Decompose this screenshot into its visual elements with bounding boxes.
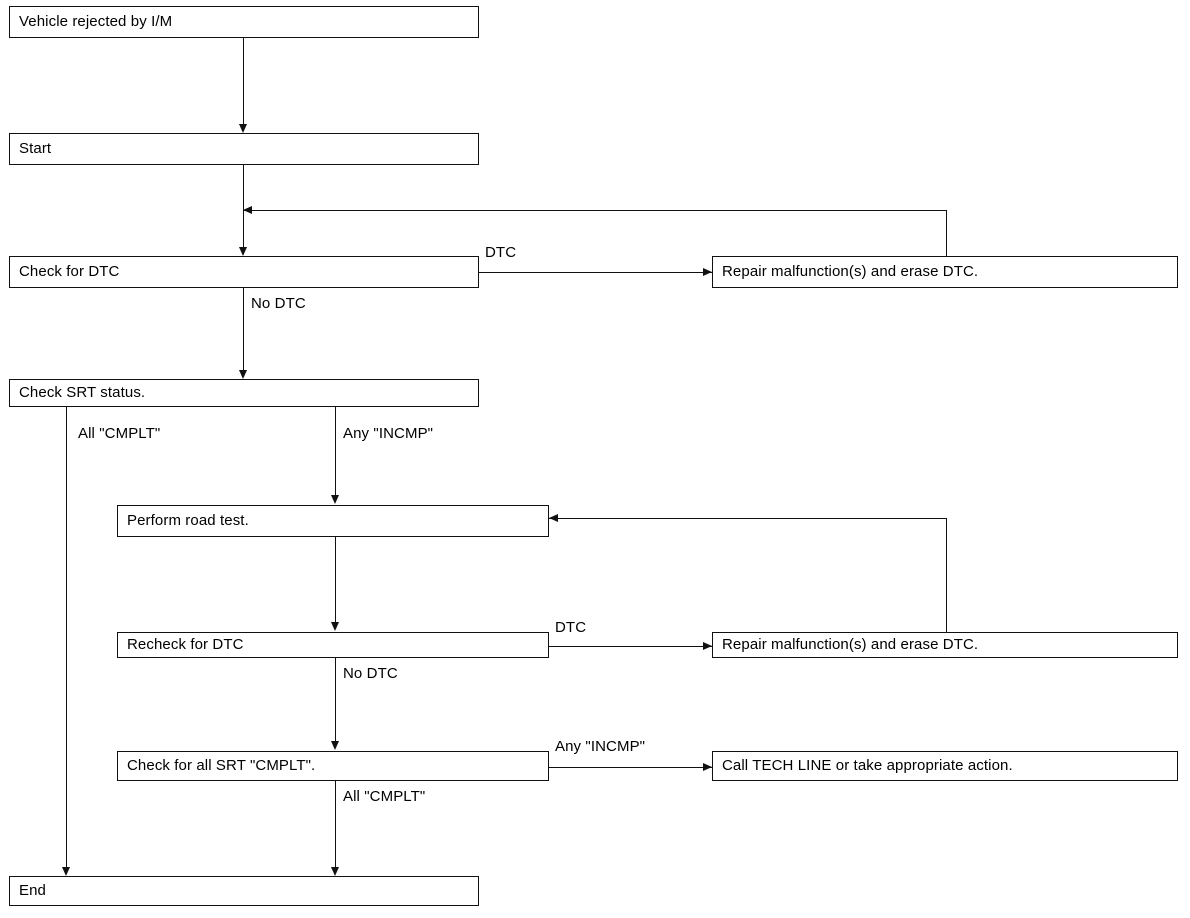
- arrowhead-down-to-check-srt: [238, 370, 247, 379]
- arrowhead-right-to-repair2: [703, 641, 712, 650]
- node-check-srt-status[interactable]: Check SRT status.: [9, 379, 479, 407]
- edge-label-no-dtc-1: No DTC: [251, 295, 306, 312]
- arrowhead-down-to-check-all-srt: [330, 741, 339, 750]
- node-label: Repair malfunction(s) and erase DTC.: [722, 262, 979, 280]
- edge-label-any-incmp-1: Any "INCMP": [343, 425, 434, 442]
- arrowhead-down-to-road-test: [330, 495, 339, 504]
- edge-label-dtc-1: DTC: [485, 244, 517, 261]
- edge-label-all-cmplt-1: All "CMPLT": [78, 425, 161, 442]
- arrowhead-down-to-check-dtc: [238, 247, 247, 256]
- node-end[interactable]: End: [9, 876, 479, 906]
- node-repair-malfunctions-erase-dtc-2[interactable]: Repair malfunction(s) and erase DTC.: [712, 632, 1178, 658]
- edge-check-all-srt-to-tech-line: [549, 767, 712, 768]
- node-vehicle-rejected-by-im[interactable]: Vehicle rejected by I/M: [9, 6, 479, 38]
- edge-check-srt-to-end-all-cmplt: [66, 407, 67, 868]
- node-label: Repair malfunction(s) and erase DTC.: [722, 635, 979, 653]
- node-check-for-dtc[interactable]: Check for DTC: [9, 256, 479, 288]
- arrowhead-down-to-end-left: [61, 867, 70, 876]
- node-perform-road-test[interactable]: Perform road test.: [117, 505, 549, 537]
- node-label: Call TECH LINE or take appropriate actio…: [722, 756, 1013, 774]
- edge-repair1-loopback-vertical: [946, 210, 947, 256]
- edge-label-all-cmplt-2: All "CMPLT": [343, 788, 426, 805]
- node-label: Start: [19, 139, 52, 157]
- edge-recheck-dtc-to-repair2: [549, 646, 712, 647]
- arrowhead-left-loopback-2: [549, 513, 558, 522]
- edge-label-any-incmp-2: Any "INCMP": [555, 738, 646, 755]
- node-check-for-all-srt-cmplt[interactable]: Check for all SRT "CMPLT".: [117, 751, 549, 781]
- arrowhead-down-to-end-center: [330, 867, 339, 876]
- edge-repair1-loopback-horizontal: [243, 210, 946, 211]
- node-call-tech-line[interactable]: Call TECH LINE or take appropriate actio…: [712, 751, 1178, 781]
- edge-recheck-dtc-to-check-all-srt: [335, 658, 336, 742]
- node-recheck-for-dtc[interactable]: Recheck for DTC: [117, 632, 549, 658]
- arrowhead-down-to-start: [238, 124, 247, 133]
- edge-check-dtc-to-repair1: [479, 272, 712, 273]
- node-label: Check SRT status.: [19, 383, 146, 401]
- edge-label-dtc-2: DTC: [555, 619, 587, 636]
- arrowhead-left-loopback-1: [243, 205, 252, 214]
- node-label: Recheck for DTC: [127, 635, 244, 653]
- edge-label-no-dtc-2: No DTC: [343, 665, 398, 682]
- node-label: Check for all SRT "CMPLT".: [127, 756, 316, 774]
- arrowhead-down-to-recheck-dtc: [330, 622, 339, 631]
- edge-repair2-loopback-horizontal: [549, 518, 946, 519]
- node-start[interactable]: Start: [9, 133, 479, 165]
- edge-vehicle-to-start: [243, 38, 244, 125]
- node-label: Check for DTC: [19, 262, 120, 280]
- edge-check-all-srt-to-end: [335, 781, 336, 868]
- edge-check-srt-to-road-test: [335, 407, 336, 496]
- node-repair-malfunctions-erase-dtc-1[interactable]: Repair malfunction(s) and erase DTC.: [712, 256, 1178, 288]
- node-label: Perform road test.: [127, 511, 249, 529]
- edge-check-dtc-to-check-srt: [243, 288, 244, 371]
- edge-road-test-to-recheck-dtc: [335, 537, 336, 623]
- arrowhead-right-to-repair1: [703, 267, 712, 276]
- node-label: Vehicle rejected by I/M: [19, 12, 173, 30]
- arrowhead-right-to-tech-line: [703, 762, 712, 771]
- edge-repair2-loopback-vertical: [946, 518, 947, 632]
- node-label: End: [19, 881, 46, 899]
